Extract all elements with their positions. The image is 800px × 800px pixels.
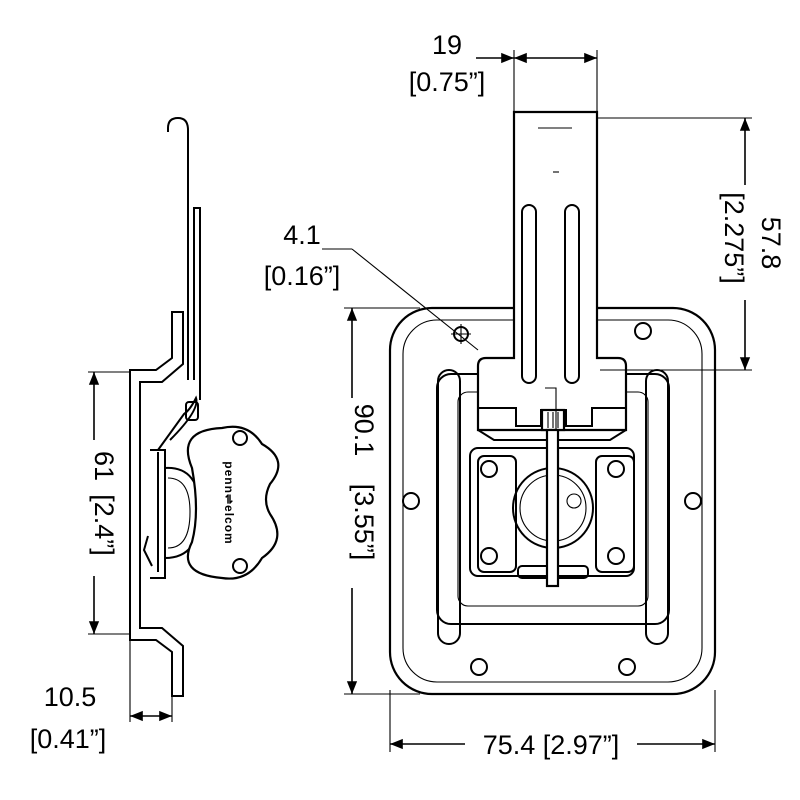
dim-depth-inch: [0.41”] — [30, 724, 107, 754]
dim-plate-height-inch: [3.55”] — [349, 484, 379, 561]
dim-plate-height-mm: 90.1 — [349, 404, 379, 457]
cam-pad-left — [477, 455, 517, 573]
dim-strap-width-mm: 19 — [432, 30, 462, 60]
dim-depth-mm: 10.5 — [44, 682, 97, 712]
dim-strap-width: 19 [0.75”] — [409, 30, 598, 112]
side-view: penn⇌elcom — [129, 116, 280, 697]
dim-strap-width-inch: [0.75”] — [409, 67, 486, 97]
hook — [167, 116, 189, 380]
dim-side-height-mm: 61 — [89, 451, 119, 481]
lock-pin — [545, 428, 560, 588]
dim-strap-length-inch: [2.275”] — [719, 192, 749, 284]
mount-hole — [684, 492, 702, 510]
dim-side-height: 61 [2.4”] — [76, 371, 130, 635]
mount-hole — [470, 658, 488, 676]
dim-rivet-hole-mm: 4.1 — [283, 220, 321, 250]
brand-label: penn⇌elcom — [222, 461, 236, 544]
mount-hole — [402, 492, 420, 510]
dim-plate-width-label: 75.4 [2.97”] — [483, 730, 620, 760]
slot-left — [437, 369, 461, 645]
dim-strap-length-mm: 57.8 — [756, 217, 786, 270]
handle-wing — [186, 425, 280, 580]
strap-slot — [521, 204, 537, 384]
mount-hole — [618, 658, 636, 676]
dim-depth: 10.5 [0.41”] — [30, 640, 173, 754]
dim-plate-width: 75.4 [2.97”] — [389, 690, 716, 760]
mount-hole — [634, 322, 652, 340]
dim-strap-length: 57.8 [2.275”] — [597, 117, 786, 371]
catch-bar — [477, 407, 627, 441]
dim-rivet-hole-inch: [0.16”] — [264, 261, 341, 291]
dim-plate-height: 90.1 [3.55”] — [336, 307, 420, 695]
body-profile — [129, 311, 184, 697]
dim-rivet-hole: 4.1 [0.16”] — [264, 220, 479, 351]
cam-pad-right — [595, 455, 635, 573]
strap — [476, 110, 628, 432]
dim-side-height-inch: [2.4”] — [89, 494, 119, 556]
front-view — [388, 110, 717, 696]
strap-slot — [564, 204, 580, 384]
